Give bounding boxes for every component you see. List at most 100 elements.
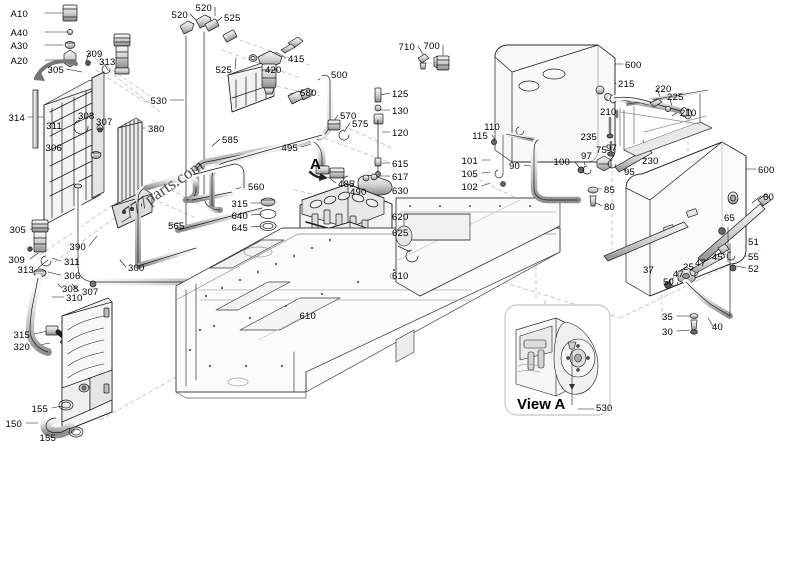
callout-565: 565: [168, 221, 185, 232]
callout-52: 52: [748, 264, 759, 275]
callout-97a: 97: [581, 151, 592, 162]
inset-callout-530: 530: [596, 403, 613, 414]
callout-155b: 155: [39, 433, 56, 444]
section-marker-a: A: [310, 156, 321, 173]
callout-420: 420: [265, 65, 282, 76]
view-a-arrow-marker: [308, 170, 328, 181]
callout-615: 615: [392, 159, 409, 170]
callout-308a: 308: [78, 111, 95, 122]
callout-310: 310: [66, 293, 83, 304]
callout-309a: 309: [86, 49, 103, 60]
fittings-485-490: [329, 167, 355, 188]
right-platform: [395, 197, 561, 297]
callout-60: 60: [763, 192, 774, 203]
tube-300: [74, 181, 254, 288]
bolts-210: [606, 109, 619, 139]
callout-307a: 307: [96, 117, 113, 128]
callout-35: 35: [662, 312, 673, 323]
callout-380: 380: [148, 124, 165, 135]
callout-120: 120: [392, 128, 409, 139]
callout-101: 101: [461, 156, 478, 167]
callout-645: 645: [231, 223, 248, 234]
callout-235: 235: [580, 132, 597, 143]
callout-305a: 305: [47, 65, 64, 76]
callout-305b: 305: [9, 225, 26, 236]
callout-311a: 311: [46, 121, 62, 132]
callout-311b: 311: [64, 257, 80, 268]
callout-65: 65: [724, 213, 735, 224]
callout-75: 75: [596, 145, 607, 156]
bar-37: [603, 221, 689, 262]
callout-525b: 525: [215, 65, 232, 76]
callout-306a: 306: [45, 143, 62, 154]
coupler-580: [287, 87, 314, 105]
callout-530a: 530: [150, 96, 167, 107]
callout-415: 415: [288, 54, 305, 65]
callout-617: 617: [392, 172, 409, 183]
callout-640: 640: [231, 211, 248, 222]
callout-525a: 525: [224, 13, 241, 24]
callout-520b: 520: [195, 3, 212, 14]
callout-630: 630: [392, 186, 409, 197]
callout-495: 495: [281, 143, 298, 154]
callout-130: 130: [392, 106, 409, 117]
callout-A20: A20: [10, 56, 28, 67]
callout-30: 30: [662, 327, 673, 338]
linkage-assembly: [664, 193, 772, 335]
oil-cooler-panel: [40, 297, 113, 439]
callout-95: 95: [624, 167, 635, 178]
callout-155a: 155: [31, 404, 48, 415]
callout-313b: 313: [17, 265, 34, 276]
callout-485: 485: [338, 179, 355, 190]
callout-570: 570: [340, 111, 357, 122]
hose-90: [530, 136, 582, 204]
callout-390: 390: [69, 242, 86, 253]
callout-97b: 97: [606, 143, 617, 154]
callout-47a: 47: [695, 258, 706, 269]
callout-210b: 210: [680, 108, 697, 119]
callout-315c: 315: [13, 330, 30, 341]
view-a-caption: View A: [517, 396, 566, 413]
fitting-220-225: [649, 98, 671, 112]
callout-37: 37: [643, 265, 654, 276]
view-a-inset: [504, 304, 611, 416]
callout-25: 25: [683, 262, 694, 273]
callout-100: 100: [553, 157, 570, 168]
callout-A40: A40: [10, 28, 28, 39]
callout-210a: 210: [600, 107, 617, 118]
callout-575: 575: [352, 119, 369, 130]
callout-47b: 47: [673, 269, 684, 280]
callout-115: 115: [472, 131, 488, 142]
fittings-570-575: [327, 119, 350, 141]
callout-125: 125: [392, 89, 409, 100]
callout-308b: 308: [62, 284, 79, 295]
callout-105: 105: [461, 169, 478, 180]
callout-A10: A10: [10, 9, 28, 20]
callout-600a: 600: [625, 60, 642, 71]
callout-102: 102: [461, 182, 478, 193]
tube-565: [143, 173, 199, 191]
callout-309b: 309: [8, 255, 25, 266]
callout-150: 150: [5, 419, 22, 430]
callout-313a: 313: [99, 57, 116, 68]
callout-700: 700: [423, 41, 440, 52]
callout-314: 314: [8, 113, 25, 124]
callout-490: 490: [350, 187, 367, 198]
elbow-495: [310, 138, 330, 175]
small-parts-700-710: [417, 53, 450, 71]
callout-620: 620: [392, 212, 409, 223]
callout-40: 40: [712, 322, 723, 333]
callout-610b: 610: [299, 311, 316, 322]
callout-300: 300: [128, 263, 145, 274]
callout-315d: 315: [231, 199, 248, 210]
callout-560: 560: [248, 182, 265, 193]
callout-110: 110: [484, 122, 500, 133]
callout-90: 90: [509, 161, 520, 172]
callout-A30: A30: [10, 41, 28, 52]
callout-710: 710: [398, 42, 415, 53]
callout-580: 580: [300, 88, 317, 99]
bolt-235: [607, 140, 615, 157]
callout-306b: 306: [64, 271, 81, 282]
